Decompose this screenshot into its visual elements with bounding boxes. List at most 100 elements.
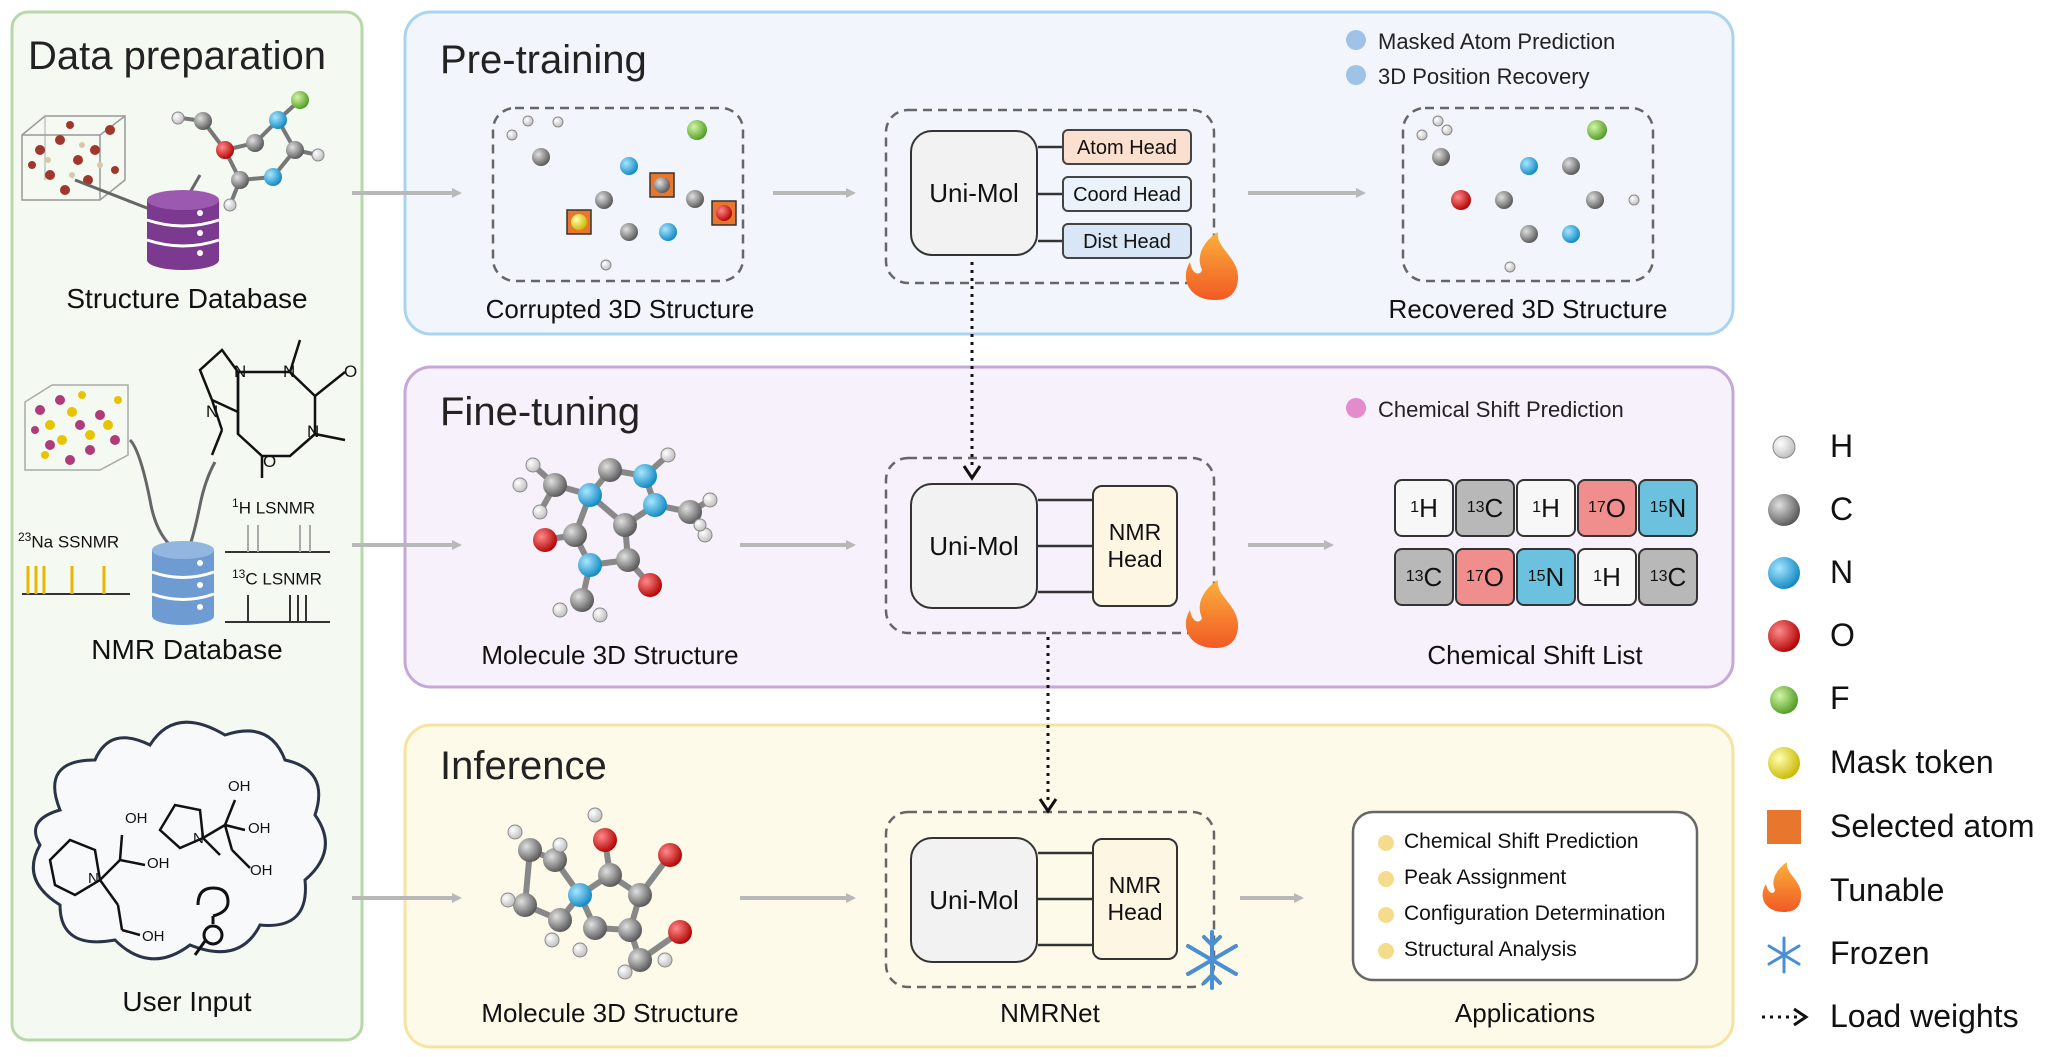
inference-head-connectors (1038, 851, 1092, 947)
legend-icons (1762, 435, 1809, 1027)
legend-c-label: C (1830, 491, 1854, 527)
task-3d-position-recovery: 3D Position Recovery (1378, 64, 1590, 89)
pretraining-unimol-block: Uni-Mol (910, 130, 1038, 256)
applications-caption: Applications (1454, 998, 1596, 1028)
caffeine-skeletal (198, 339, 346, 478)
finetuning-molecule-caption: Molecule 3D Structure (481, 640, 739, 670)
inference-unimol-block: Uni-Mol (910, 837, 1038, 963)
corrupted-structure-caption: Corrupted 3D Structure (485, 294, 755, 324)
coord-head: Coord Head (1062, 176, 1192, 212)
legend-tunable-label: Tunable (1830, 872, 1945, 908)
c-lsnmr-label: 13C LSNMR (232, 567, 322, 589)
app-dot-1 (1378, 835, 1394, 851)
dist-head: Dist Head (1062, 223, 1192, 259)
app-dot-2 (1378, 871, 1394, 887)
caffeine-n-label-2: N (283, 362, 296, 381)
legend-h-label: H (1830, 428, 1854, 464)
user-input-label: User Input (122, 986, 252, 1017)
pretraining-title: Pre-training (440, 38, 647, 82)
legend-o-label: O (1830, 617, 1855, 653)
finetuning-panel (403, 365, 1735, 689)
h-spectrum (225, 525, 330, 553)
recovered-atoms (1416, 115, 1640, 273)
user-molecule-1 (48, 834, 146, 937)
caffeine-3d-atoms (512, 447, 718, 623)
pretraining-model-box (884, 108, 1216, 285)
chemical-shift-list-caption: Chemical Shift List (1427, 640, 1643, 670)
user-mol2-oh-2: OH (248, 820, 271, 837)
user-mol2-oh-3: OH (250, 862, 273, 879)
crystal-cell-1 (21, 115, 126, 201)
finetuning-model-box (884, 456, 1216, 635)
finetuning-head-connectors (1038, 498, 1092, 594)
data-prep-title: Data preparation (28, 34, 326, 78)
corrupted-atoms (506, 115, 737, 271)
thought-cloud (31, 720, 327, 961)
structure-database-label: Structure Database (66, 283, 308, 314)
caffeine-o-label-1: O (263, 452, 277, 471)
caffeine-n-label-4: N (206, 402, 219, 421)
application-chemical-shift-prediction: Chemical Shift Prediction (1404, 830, 1639, 853)
user-mol1-n: N (88, 870, 99, 887)
app-dot-3 (1378, 907, 1394, 923)
inference-molecule-3d-atoms (500, 807, 692, 980)
caffeine-n-label-3: N (307, 422, 320, 441)
task-dot-1 (1346, 30, 1366, 50)
application-configuration-determination: Configuration Determination (1404, 902, 1666, 925)
database-cylinder-2 (151, 541, 215, 625)
pretraining-head-connectors (1038, 145, 1062, 243)
h-lsnmr-label: 1H LSNMR (232, 496, 316, 518)
user-mol2-oh-1: OH (228, 778, 251, 795)
crystal-cell-2 (24, 384, 129, 471)
application-structural-analysis: Structural Analysis (1404, 938, 1577, 961)
applications-box (1351, 810, 1699, 982)
nmrnet-caption: NMRNet (1000, 998, 1100, 1028)
inference-snowflake-icon (1186, 930, 1238, 990)
finetuning-flame-icon (1185, 580, 1239, 648)
application-peak-assignment: Peak Assignment (1404, 866, 1567, 889)
flow-arrows (352, 188, 1366, 903)
user-mol2-n: N (193, 830, 204, 847)
na-spectrum (22, 566, 130, 595)
pretraining-flame-icon (1185, 232, 1239, 300)
task-chemical-shift-prediction: Chemical Shift Prediction (1378, 397, 1624, 422)
finetuning-title: Fine-tuning (440, 390, 641, 434)
recovered-structure-caption: Recovered 3D Structure (1388, 294, 1668, 324)
nmr-brace (128, 438, 217, 547)
legend-load-weights-label: Load weights (1830, 998, 2019, 1034)
database-cylinder-1 (74, 174, 220, 270)
question-icon (193, 886, 230, 956)
user-molecule-2 (158, 799, 251, 869)
app-dot-4 (1378, 943, 1394, 959)
atom-head: Atom Head (1062, 129, 1192, 165)
pretraining-panel (403, 10, 1735, 336)
legend-mask-token-label: Mask token (1830, 744, 1994, 780)
task-dot-ft (1346, 398, 1366, 418)
recovered-structure-box (1401, 106, 1655, 283)
user-mol1-oh-2: OH (147, 855, 170, 872)
user-mol1-oh-3: OH (142, 928, 165, 945)
user-mol1-oh-1: OH (125, 810, 148, 827)
load-weights-arrows (970, 262, 1050, 800)
finetuning-unimol-block: Uni-Mol (910, 483, 1038, 609)
corrupted-structure-box (491, 106, 745, 283)
task-dot-2 (1346, 65, 1366, 85)
legend-frozen-label: Frozen (1830, 935, 1930, 971)
na-ssnmr-label: 23Na SSNMR (18, 530, 120, 552)
task-masked-atom-prediction: Masked Atom Prediction (1378, 29, 1616, 54)
caffeine-n-label-1: N (234, 362, 247, 381)
legend-f-label: F (1830, 680, 1850, 716)
nmr-database-label: NMR Database (91, 634, 283, 665)
